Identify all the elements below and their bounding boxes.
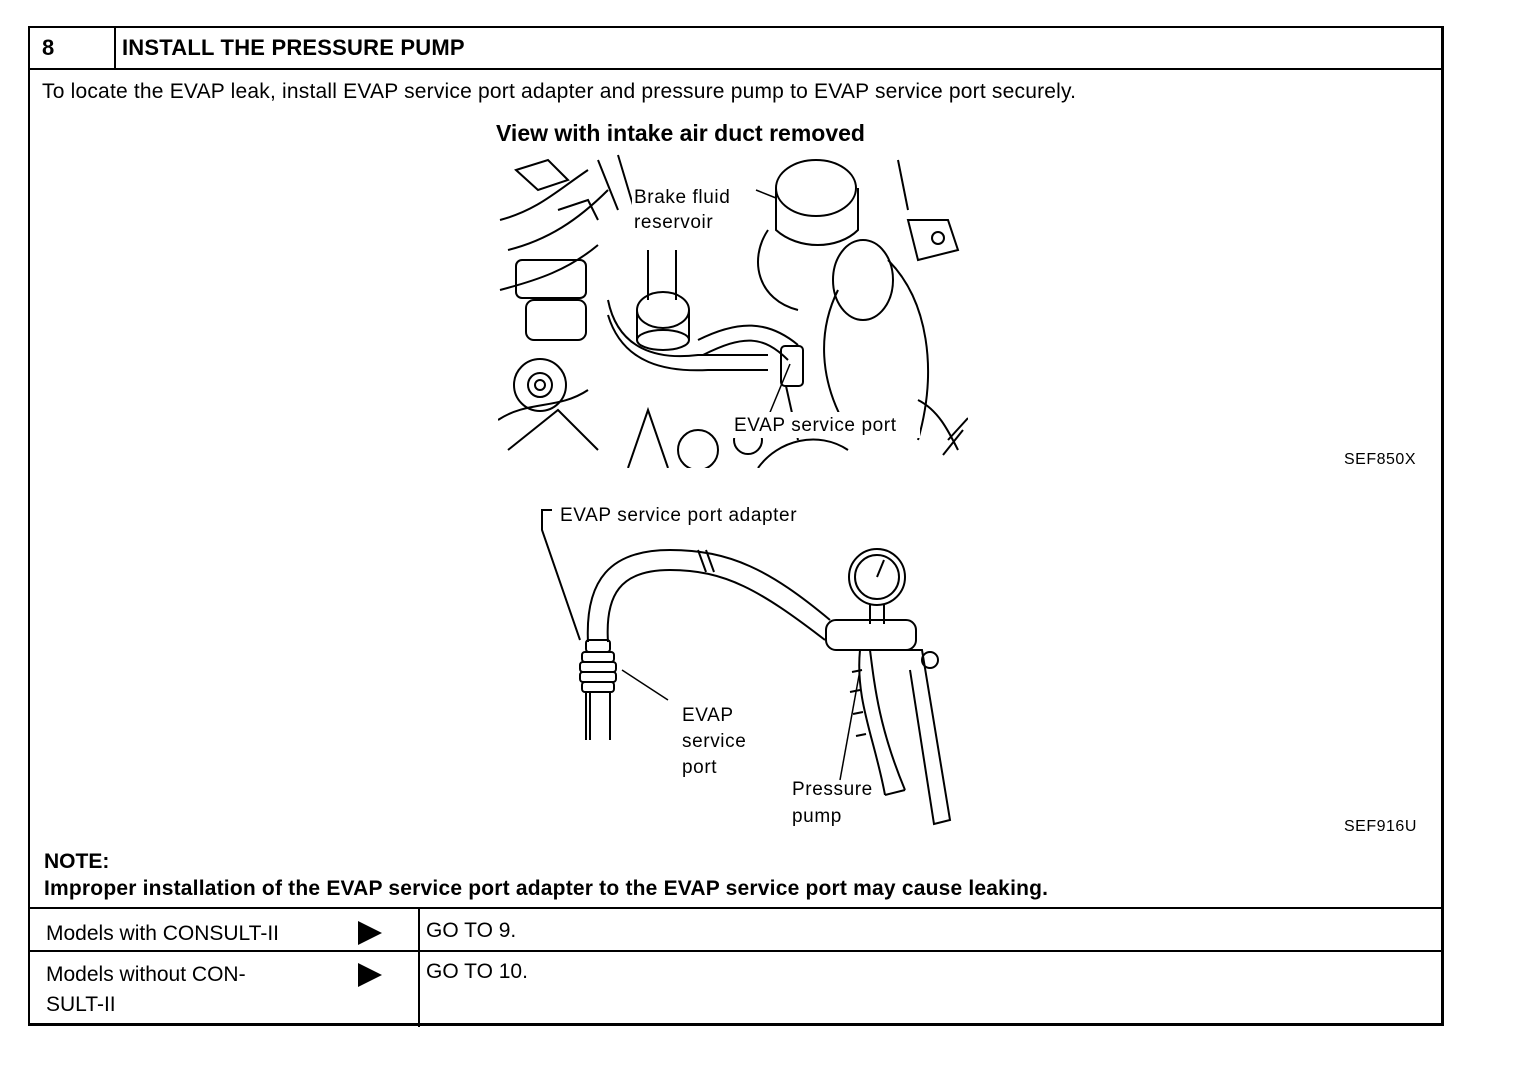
label-evap: EVAP — [682, 705, 734, 726]
branch-condition: Models without CON- SULT-II — [46, 963, 246, 1016]
label-brake-fluid: Brake fluid — [634, 187, 730, 208]
note-text: Improper installation of the EVAP servic… — [44, 877, 1049, 900]
step-instruction: To locate the EVAP leak, install EVAP se… — [42, 80, 1077, 103]
step-header: 8 INSTALL THE PRESSURE PUMP — [30, 28, 1441, 70]
step-number: 8 — [30, 28, 116, 68]
label-pressure: Pressure — [792, 779, 873, 800]
label-pump: pump — [792, 806, 842, 827]
table-row: Models without CON- SULT-II GO TO 10. — [30, 952, 1441, 1026]
figure-code-sef850x: SEF850X — [1344, 451, 1416, 468]
label-reservoir: reservoir — [634, 212, 713, 233]
branch-action: GO TO 9. — [426, 919, 517, 942]
arrow-right-icon — [358, 963, 382, 987]
step-title: INSTALL THE PRESSURE PUMP — [122, 35, 465, 60]
label-evap-service-port: EVAP service port — [734, 415, 897, 436]
branch-table: Models with CONSULT-II GO TO 9. Models w… — [30, 907, 1441, 1027]
engine-bay-illustration: Brake fluid reservoir EVAP service port — [498, 154, 968, 468]
label-evap-service-port-adapter: EVAP service port adapter — [560, 505, 797, 526]
branch-condition: Models with CONSULT-II — [46, 922, 279, 945]
branch-action: GO TO 10. — [426, 960, 528, 983]
label-service: service — [682, 731, 746, 752]
procedure-box: 8 INSTALL THE PRESSURE PUMP To locate th… — [28, 26, 1444, 1027]
pressure-pump-illustration: EVAP service port adapter EVAP service p… — [541, 505, 952, 827]
table-row: Models with CONSULT-II GO TO 9. — [30, 909, 1441, 952]
figure-code-sef916u: SEF916U — [1344, 818, 1417, 835]
label-port: port — [682, 757, 717, 778]
arrow-right-icon — [358, 921, 382, 945]
figure-engine-caption: View with intake air duct removed — [496, 120, 865, 146]
table-divider — [418, 909, 420, 1027]
note-heading: NOTE: — [44, 850, 110, 873]
